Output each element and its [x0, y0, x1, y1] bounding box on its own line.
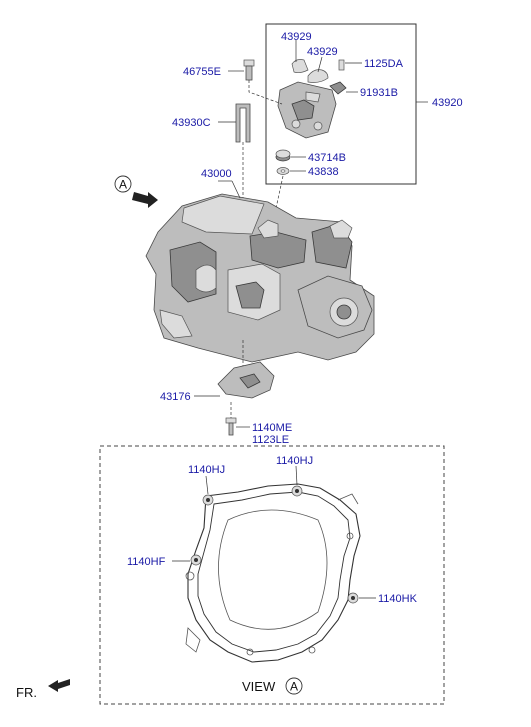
label-1140HK: 1140HK	[378, 593, 418, 605]
label-1140ME: 1140ME	[252, 422, 292, 434]
front-arrow-icon	[48, 679, 70, 692]
bolt-1140HJ-top	[291, 485, 303, 497]
bolt-1125DA	[338, 59, 345, 71]
label-43929-b: 43929	[307, 46, 338, 58]
leader-1140HJ-left	[205, 475, 209, 495]
bolt-1140HK	[347, 592, 359, 604]
shift-bracket	[277, 81, 337, 139]
label-1140HF: 1140HF	[127, 556, 166, 568]
label-43714B: 43714B	[308, 152, 346, 164]
view-a-reference: A	[119, 178, 127, 192]
dash-46755E	[248, 80, 283, 105]
case-face-view-a	[185, 483, 361, 663]
bolt-46755E	[243, 59, 255, 81]
label-43930C: 43930C	[172, 117, 211, 129]
label-43176: 43176	[160, 391, 191, 403]
shift-control-box	[265, 23, 417, 185]
label-1140HJ-left: 1140HJ	[188, 464, 225, 476]
label-43920: 43920	[432, 97, 463, 109]
label-1140HJ-top: 1140HJ	[276, 455, 313, 467]
label-1123LE: 1123LE	[252, 434, 289, 446]
bolt-1140ME	[225, 417, 237, 436]
clip-43929-left	[291, 59, 309, 74]
label-43838: 43838	[308, 166, 339, 178]
bolt-1140HF	[190, 554, 202, 566]
cable-bracket-43930C	[235, 103, 251, 143]
label-91931B: 91931B	[360, 87, 398, 99]
label-43000: 43000	[201, 168, 232, 180]
label-46755E: 46755E	[183, 66, 221, 78]
view-a-box	[99, 445, 445, 705]
bolt-1140HJ-left	[202, 494, 214, 506]
view-a-arrow: A	[114, 175, 158, 208]
bushing-43714B	[275, 149, 291, 162]
label-43929-a: 43929	[281, 31, 312, 43]
label-1125DA: 1125DA	[364, 58, 404, 70]
view-a-circle-letter: A	[290, 680, 298, 694]
front-indicator-label: FR.	[16, 685, 37, 700]
mount-bracket-43176	[217, 361, 275, 399]
leader-1140HJ-top	[295, 465, 298, 486]
clip-43929-right	[307, 69, 329, 83]
transaxle-43000	[145, 193, 375, 363]
washer-43838	[276, 167, 290, 175]
leader-43929b	[317, 56, 323, 73]
view-a-circle	[285, 677, 303, 695]
view-a-label: VIEW	[242, 679, 276, 694]
leader-43000-down	[231, 180, 241, 199]
pin-91931B	[329, 81, 347, 95]
